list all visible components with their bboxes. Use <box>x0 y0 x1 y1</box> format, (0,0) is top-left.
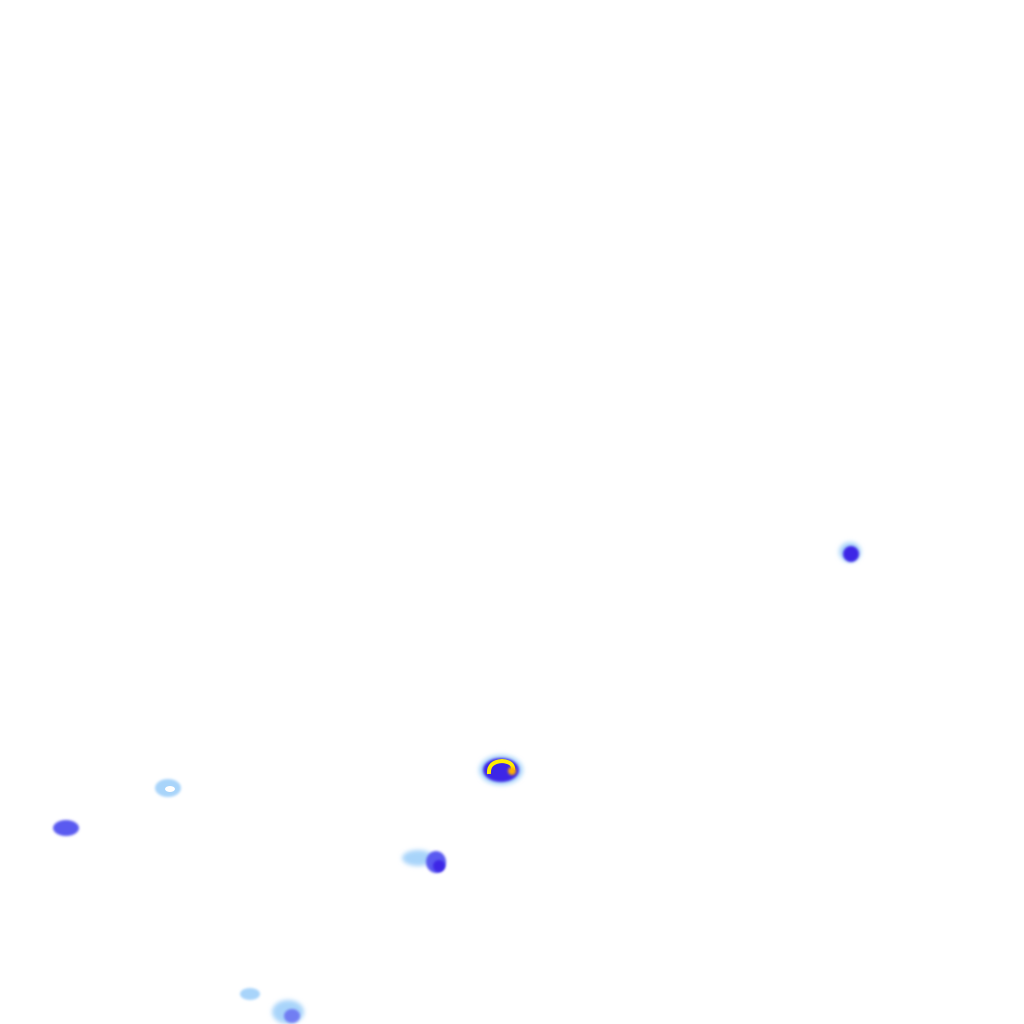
rain-patch-west <box>155 779 181 797</box>
storm-cell-center <box>479 755 523 785</box>
storm-cell-west <box>53 820 79 836</box>
storm-cell-east <box>839 542 861 562</box>
storm-cell-south <box>402 850 446 873</box>
rain-patch-south <box>240 988 304 1024</box>
